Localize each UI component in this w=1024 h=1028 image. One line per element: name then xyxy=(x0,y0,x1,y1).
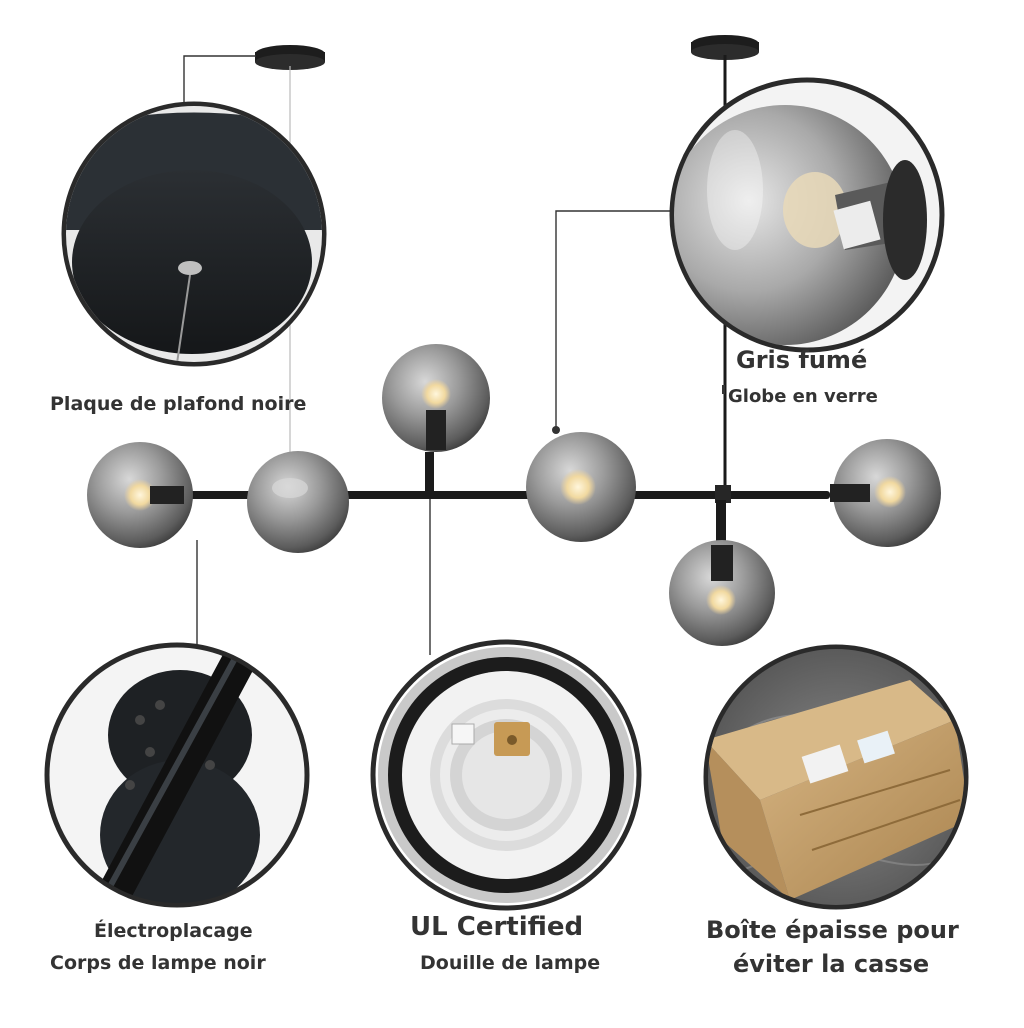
caption-box-line1: Boîte épaisse pour xyxy=(706,916,959,944)
detail-ceiling-plate xyxy=(61,101,327,367)
chandelier xyxy=(87,344,941,646)
caption-smoke-grey: Gris fumé xyxy=(736,346,868,374)
detail-lamp-socket xyxy=(370,639,642,911)
caption-ul-certified: UL Certified xyxy=(410,912,584,942)
detail-smoke-globe xyxy=(669,77,945,353)
leader-dot xyxy=(552,426,560,434)
caption-box-line2: éviter la casse xyxy=(733,950,930,978)
leader-tick xyxy=(722,385,725,394)
caption-electroplating: Électroplacage xyxy=(94,920,253,942)
caption-ceiling-plate: Plaque de plafond noire xyxy=(50,393,307,415)
detail-shipping-box xyxy=(703,644,969,910)
globe-3 xyxy=(382,344,490,452)
detail-black-body xyxy=(44,642,310,908)
caption-black-body: Corps de lampe noir xyxy=(50,952,266,974)
globe-1 xyxy=(87,442,193,548)
globe-5 xyxy=(669,540,775,646)
globe-4 xyxy=(526,432,636,542)
globe-2 xyxy=(247,451,349,553)
caption-glass-globe: Globe en verre xyxy=(728,386,878,407)
globe-6 xyxy=(830,439,941,547)
caption-lamp-socket: Douille de lampe xyxy=(420,952,601,974)
